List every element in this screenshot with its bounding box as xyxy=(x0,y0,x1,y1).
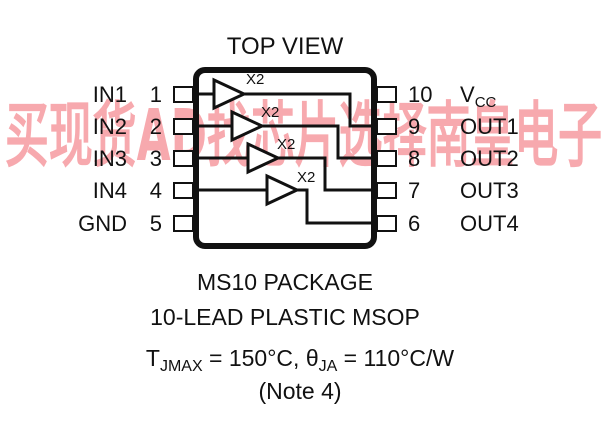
pin-9-name: OUT1 xyxy=(460,114,519,139)
pin-8-name: OUT2 xyxy=(460,146,519,171)
amplifiers xyxy=(212,77,301,207)
watermark-text: 买现货AD找芯片选择南皇电子 xyxy=(5,94,602,177)
pin-4-box xyxy=(173,182,194,199)
pin-10-number: 10 xyxy=(408,82,432,107)
pin-5-name: GND xyxy=(78,211,127,236)
pin-7-box xyxy=(376,182,397,199)
pin-7-number: 7 xyxy=(408,178,420,203)
note-reference: (Note 4) xyxy=(258,378,341,404)
pin-2-name: IN2 xyxy=(93,114,127,139)
pin-2-box xyxy=(173,118,194,135)
pin-6-number: 6 xyxy=(408,211,420,236)
amp-2-triangle xyxy=(230,109,266,143)
pin-1-box xyxy=(173,86,194,103)
pin-8-box xyxy=(376,150,397,167)
pin-9-number: 9 xyxy=(408,114,420,139)
package-caption-line2: 10-LEAD PLASTIC MSOP xyxy=(150,304,420,330)
left-pin-labels: IN1 IN2 IN3 IN4 GND 1 2 3 4 5 xyxy=(78,82,162,236)
wire-out4 xyxy=(297,188,377,225)
pin-1-name: IN1 xyxy=(93,82,127,107)
pin-3-box xyxy=(173,150,194,167)
pin-6-box xyxy=(376,215,397,232)
amp-1-gain: X2 xyxy=(246,71,264,88)
top-view-title: TOP VIEW xyxy=(227,33,344,60)
pin-7-name: OUT3 xyxy=(460,178,519,203)
amp-1-triangle xyxy=(212,77,248,111)
pin-6-name: OUT4 xyxy=(460,211,519,236)
internal-wiring xyxy=(196,92,377,225)
pin-8-number: 8 xyxy=(408,146,420,171)
pin-5-box xyxy=(173,215,194,232)
left-pin-boxes xyxy=(173,86,194,232)
amp-3-gain: X2 xyxy=(277,136,295,153)
pin-3-number: 3 xyxy=(150,146,162,171)
pin-1-number: 1 xyxy=(150,82,162,107)
pin-10-box xyxy=(376,86,397,103)
pin-2-number: 2 xyxy=(150,114,162,139)
wire-out2 xyxy=(262,124,377,160)
thermal-spec: TJMAX = 150°C, θJA = 110°C/W xyxy=(146,345,454,375)
vcc-subscript: CC xyxy=(475,94,497,111)
pin-3-name: IN3 xyxy=(93,146,127,171)
package-caption-line1: MS10 PACKAGE xyxy=(197,269,373,295)
right-pin-labels: 10 9 8 7 6 VCC OUT1 OUT2 OUT3 OUT4 xyxy=(408,82,519,236)
wire-out1 xyxy=(244,92,377,128)
pin-9-box xyxy=(376,118,397,135)
pin-4-number: 4 xyxy=(150,178,162,203)
amp-3-triangle xyxy=(246,141,282,175)
amp-2-gain: X2 xyxy=(261,104,279,121)
amp-4-triangle xyxy=(265,173,301,207)
pin-10-name: VCC xyxy=(460,82,497,111)
amp-4-gain: X2 xyxy=(297,169,315,186)
wire-out3 xyxy=(278,156,377,192)
right-pin-boxes xyxy=(376,86,397,232)
pin-5-number: 5 xyxy=(150,211,162,236)
pin-4-name: IN4 xyxy=(93,178,127,203)
